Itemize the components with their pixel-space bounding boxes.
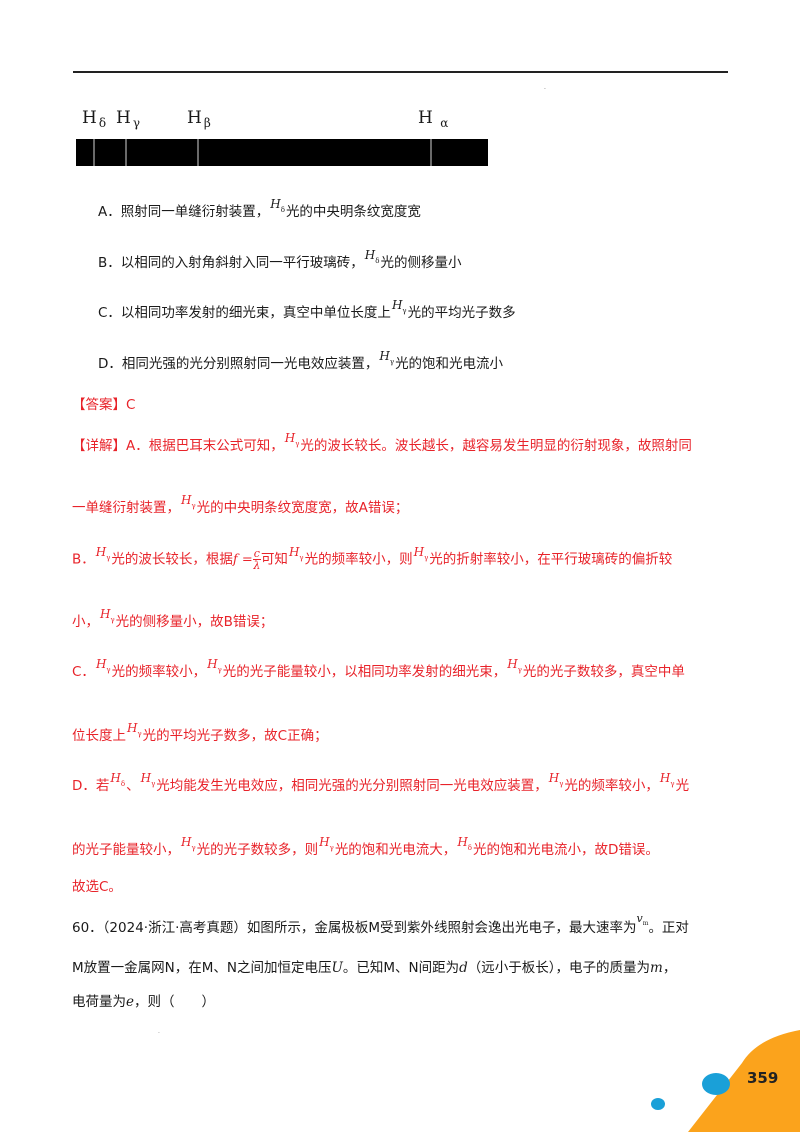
detail-c-line2: 位长度上Hγ光的平均光子数多，故C正确； xyxy=(72,721,328,744)
question-60-line1: 60．（2024·浙江·高考真题）如图所示，金属极板M受到紫外线照射会逸出光电子… xyxy=(72,912,689,936)
detail-b-line2: 小，Hγ光的侧移量小，故B错误； xyxy=(72,607,274,630)
detail-d-line1: D．若Hδ、Hγ光均能发生光电效应，相同光强的光分别照射同一光电效应装置，Hγ光… xyxy=(72,771,690,794)
spectral-line-h-delta xyxy=(93,139,95,166)
label-h-alpha: H α xyxy=(418,108,449,130)
answer-line: 【答案】C xyxy=(72,397,136,413)
corner-orange-shape xyxy=(688,1030,800,1132)
detail-a-line2: 一单缝衍射装置，Hγ光的中央明条纹宽度宽，故A错误； xyxy=(72,493,409,516)
question-60-line3: 电荷量为e，则（ ） xyxy=(72,994,215,1010)
header-rule xyxy=(73,71,728,73)
spectral-line-h-beta xyxy=(197,139,199,166)
spectral-line-h-alpha xyxy=(430,139,432,166)
hydrogen-spectrum-bar xyxy=(76,139,488,166)
corner-blue-dot-small xyxy=(651,1098,665,1110)
option-b: B．以相同的入射角斜射入同一平行玻璃砖，Hδ光的侧移量小 xyxy=(98,248,462,271)
spectral-line-h-gamma xyxy=(125,139,127,166)
page-number: 359 xyxy=(747,1069,779,1087)
stray-dot-bottom: · xyxy=(158,1030,160,1037)
detail-conclusion: 故选C。 xyxy=(72,879,122,895)
detail-c-line1: C．Hγ光的频率较小，Hγ光的光子能量较小，以相同功率发射的细光束，Hγ光的光子… xyxy=(72,657,685,680)
option-c: C．以相同功率发射的细光束，真空中单位长度上Hγ光的平均光子数多 xyxy=(98,298,516,321)
stray-dot: · xyxy=(544,86,546,93)
option-a: A．照射同一单缝衍射装置，Hδ光的中央明条纹宽度宽 xyxy=(98,197,421,220)
detail-d-line2: 的光子能量较小，Hγ光的光子数较多，则Hγ光的饱和光电流大，Hδ光的饱和光电流小… xyxy=(72,835,659,858)
corner-blue-dot-large xyxy=(702,1073,730,1095)
question-60-line2: M放置一金属网N，在M、N之间加恒定电压U。已知M、N间距为d（远小于板长），电… xyxy=(72,960,677,976)
detail-a-line1: 【详解】A．根据巴耳末公式可知，Hγ光的波长较长。波长越长，越容易发生明显的衍射… xyxy=(72,431,692,454)
option-d: D．相同光强的光分别照射同一光电效应装置，Hγ光的饱和光电流小 xyxy=(98,349,504,372)
